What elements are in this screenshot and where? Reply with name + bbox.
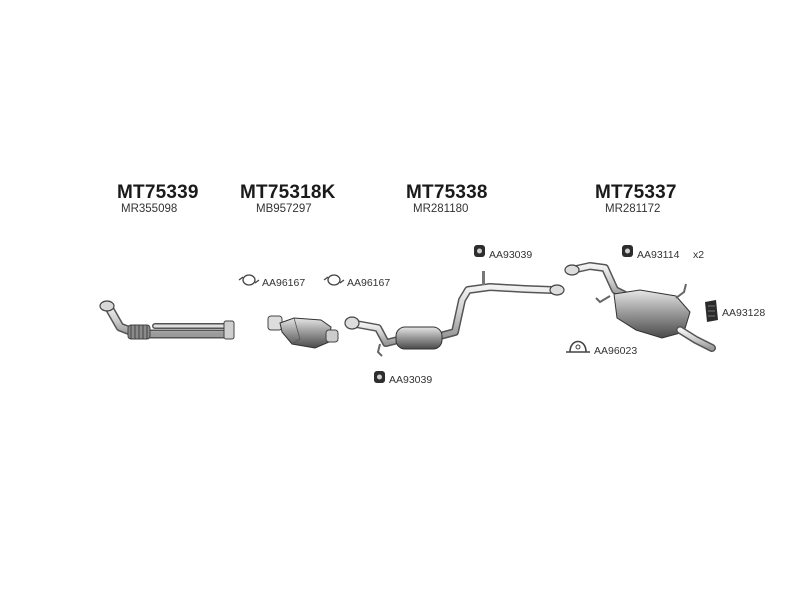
clamp-label: AA96023 — [594, 345, 638, 357]
part-ref-mr281180: MR281180 — [413, 203, 469, 215]
gasket-icon — [238, 274, 260, 286]
part-ref-mr281172: MR281172 — [605, 203, 661, 215]
center-muffler-pipe-icon — [344, 271, 565, 357]
rubber-mount-label: AA93128 — [722, 307, 766, 319]
gasket-icon — [323, 274, 345, 286]
part-ref-mr355098: MR355098 — [121, 203, 178, 215]
part-ref-mb957297: MB957297 — [256, 203, 312, 215]
rubber-hanger-icon — [374, 371, 385, 383]
part-code-mt75318k: MT75318K — [240, 182, 336, 203]
part-code-mt75338: MT75338 — [406, 182, 488, 203]
part-code-mt75337: MT75337 — [595, 182, 677, 203]
hanger-label-mid-bottom: AA93039 — [389, 374, 433, 386]
hanger-label-rear: AA93114 — [637, 249, 680, 261]
hanger-qty-label: x2 — [693, 249, 705, 261]
rubber-hanger-icon — [474, 245, 485, 257]
part-code-mt75339: MT75339 — [117, 182, 199, 203]
gasket-label-1: AA96167 — [262, 277, 306, 289]
hanger-label-mid-top: AA93039 — [489, 249, 533, 261]
front-pipe-icon — [99, 300, 235, 340]
rubber-mount-icon — [705, 300, 718, 322]
clamp-icon — [566, 340, 590, 353]
rubber-hanger-icon — [622, 245, 633, 257]
catalytic-converter-icon — [267, 315, 339, 349]
gasket-label-2: AA96167 — [347, 277, 391, 289]
rear-muffler-icon — [564, 262, 716, 352]
